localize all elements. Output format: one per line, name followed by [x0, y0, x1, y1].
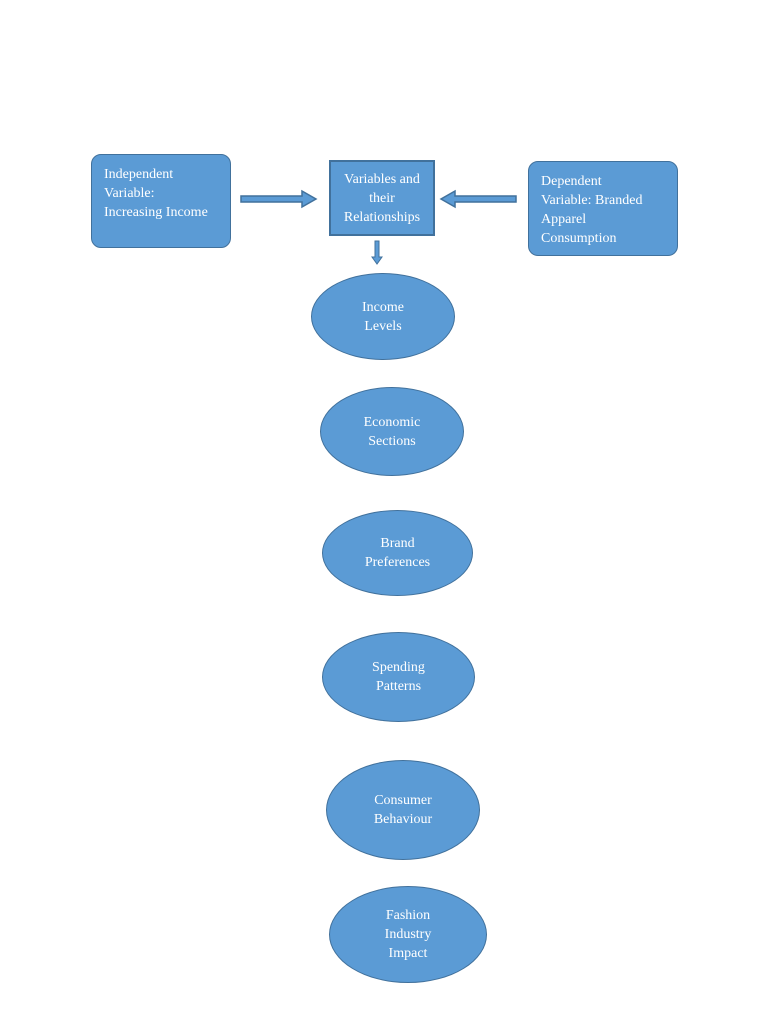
oval-spending-patterns: Spending Patterns: [322, 632, 475, 722]
oval-label: Consumer Behaviour: [373, 793, 433, 827]
oval-economic-sections: Economic Sections: [320, 387, 464, 476]
dependent-variable-label: Dependent Variable: Branded Apparel Cons…: [541, 174, 643, 246]
variables-relationships-label: Variables and their Relationships: [343, 171, 421, 225]
oval-income-levels: Income Levels: [311, 273, 455, 360]
oval-label: Brand Preferences: [364, 536, 431, 570]
independent-variable-label: Independent Variable: Increasing Income: [104, 167, 208, 220]
dependent-variable-box: Dependent Variable: Branded Apparel Cons…: [528, 161, 678, 256]
arrow-right-icon: [240, 189, 318, 209]
oval-consumer-behaviour: Consumer Behaviour: [326, 760, 480, 860]
oval-fashion-industry-impact: Fashion Industry Impact: [329, 886, 487, 983]
oval-label: Spending Patterns: [372, 660, 425, 694]
arrow-down-icon: [371, 240, 383, 265]
oval-brand-preferences: Brand Preferences: [322, 510, 473, 596]
oval-label: Economic Sections: [363, 414, 421, 449]
oval-label: Fashion Industry Impact: [384, 908, 432, 961]
independent-variable-box: Independent Variable: Increasing Income: [91, 154, 231, 248]
arrow-left-icon: [439, 189, 517, 209]
variables-relationships-box: Variables and their Relationships: [329, 160, 435, 236]
oval-label: Income Levels: [362, 299, 404, 334]
